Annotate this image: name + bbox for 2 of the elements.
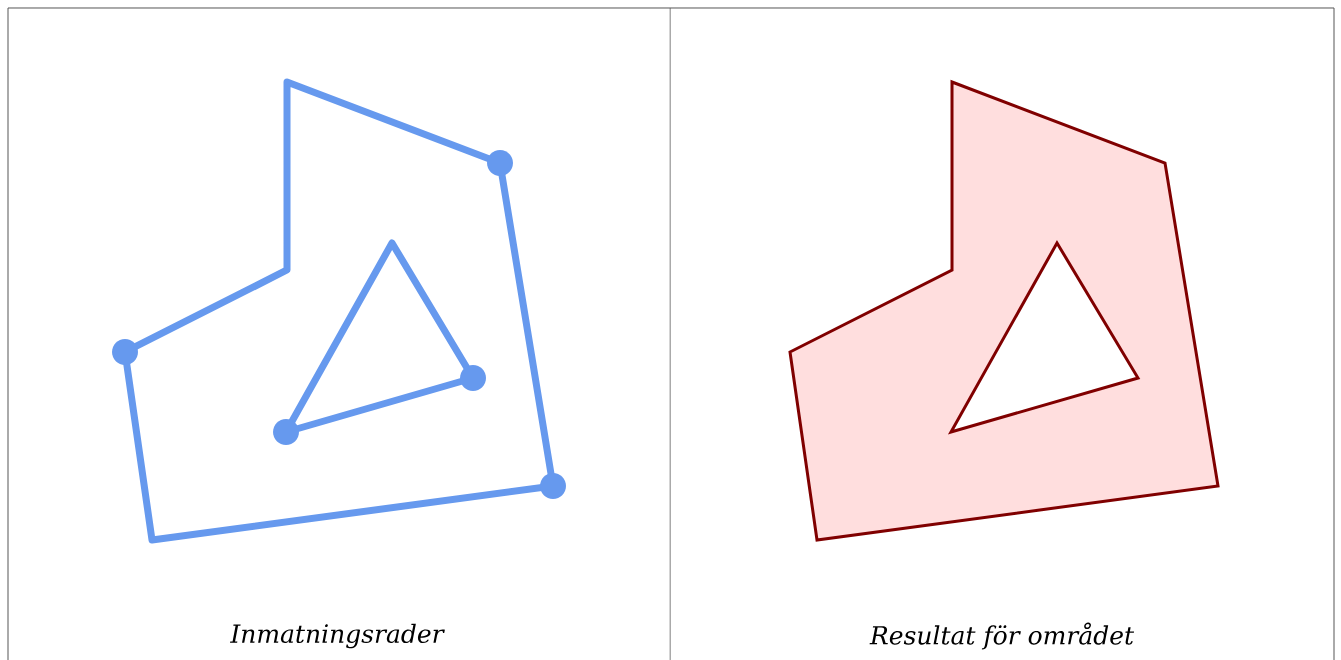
caption: Inmatningsrader (230, 623, 445, 649)
caption: Resultat för området (869, 622, 1135, 650)
